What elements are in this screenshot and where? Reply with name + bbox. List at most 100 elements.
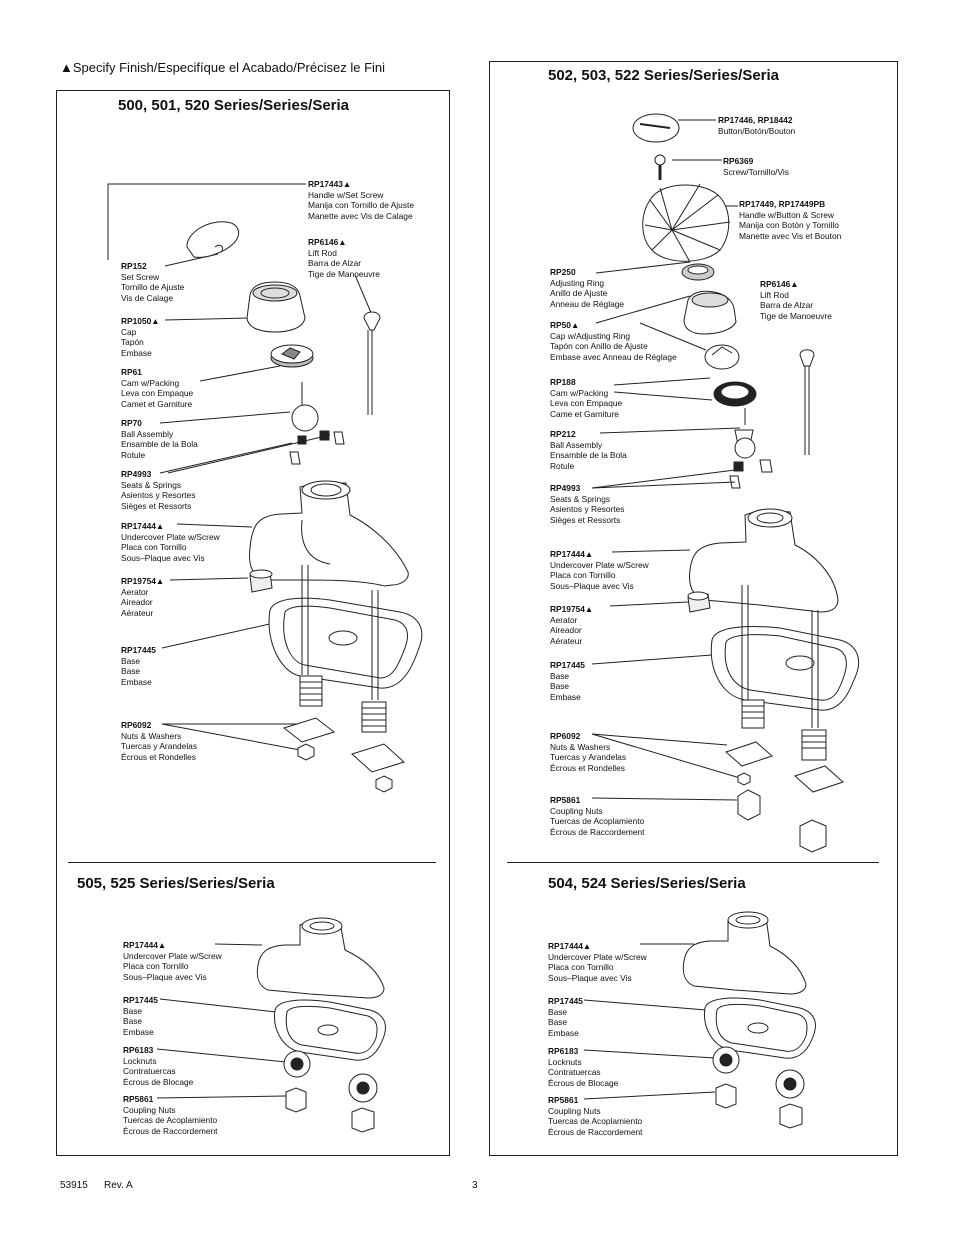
right-panel xyxy=(489,61,898,1156)
part-number: RP6183 xyxy=(548,1046,579,1056)
part-description: Lift Rod xyxy=(308,247,337,258)
part-number: RP17444▲ xyxy=(550,549,594,559)
part-description: Contratuercas xyxy=(123,1066,176,1077)
part-description: Aérateur xyxy=(550,635,583,646)
part-description: Tapón xyxy=(121,337,144,348)
part-number: RP6183 xyxy=(123,1045,154,1055)
part-number: RP19754▲ xyxy=(550,604,594,614)
part-description: Cap xyxy=(121,326,137,337)
part-description: Tuercas de Acoplamiento xyxy=(123,1115,218,1126)
part-description: Sous–Plaque avec Vis xyxy=(121,552,205,563)
part-number: RP4993 xyxy=(550,483,581,493)
section-title-502: 502, 503, 522 Series/Series/Seria xyxy=(548,67,780,84)
part-description: Embase xyxy=(121,676,152,687)
part-description: Undercover Plate w/Screw xyxy=(123,950,222,961)
part-description: Anillo de Ajuste xyxy=(550,288,608,299)
part-description: Leva con Empaque xyxy=(550,398,623,409)
part-description: Embase xyxy=(121,347,152,358)
part-number: RP17445 xyxy=(548,996,583,1006)
part-description: Écrous de Raccordement xyxy=(550,826,645,837)
finish-notice: ▲Specify Finish/Especifíque el Acabado/P… xyxy=(60,60,386,75)
part-description: Aireador xyxy=(550,625,582,636)
part-description: Base xyxy=(121,666,141,677)
section-504-drawing xyxy=(583,911,816,1129)
part-description: Manette avec Vis et Bouton xyxy=(739,230,842,241)
part-description: Coupling Nuts xyxy=(550,805,603,816)
part-description: Base xyxy=(550,670,570,681)
part-number: RP17444▲ xyxy=(121,521,165,531)
part-description: Embase xyxy=(548,1027,579,1038)
part-description: Ball Assembly xyxy=(121,428,174,439)
part-description: Embase xyxy=(550,691,581,702)
part-description: Placa con Tornillo xyxy=(550,570,616,581)
section-502-drawing xyxy=(591,113,860,853)
section-title-505: 505, 525 Series/Series/Seria xyxy=(77,875,275,892)
part-number: RP17445 xyxy=(121,645,156,655)
part-description: Sièges et Ressorts xyxy=(121,500,192,511)
part-description: Placa con Tornillo xyxy=(121,542,187,553)
part-description: Manette avec Vis de Calage xyxy=(308,210,413,221)
part-description: Undercover Plate w/Screw xyxy=(550,559,649,570)
part-description: Aerator xyxy=(121,586,149,597)
part-description: Cap w/Adjusting Ring xyxy=(550,330,631,341)
part-number: RP17446, RP18442 xyxy=(718,115,793,125)
part-description: Handle w/Button & Screw xyxy=(739,209,834,220)
part-number: RP61 xyxy=(121,367,142,377)
part-description: Base xyxy=(121,655,141,666)
part-description: Nuts & Washers xyxy=(121,730,182,741)
section-title-500: 500, 501, 520 Series/Series/Seria xyxy=(118,97,350,114)
part-number: RP5861 xyxy=(548,1095,579,1105)
part-description: Came et Garniture xyxy=(550,408,619,419)
part-description: Leva con Empaque xyxy=(121,388,194,399)
part-description: Ensamble de la Bola xyxy=(550,450,627,461)
part-number: RP5861 xyxy=(123,1094,154,1104)
part-description: Sous–Plaque avec Vis xyxy=(550,580,634,591)
part-description: Barra de Alzar xyxy=(760,300,814,311)
part-number: RP250 xyxy=(550,267,576,277)
part-description: Ensamble de la Bola xyxy=(121,439,198,450)
part-description: Écrous de Raccordement xyxy=(548,1126,643,1137)
part-description: Contratuercas xyxy=(548,1067,601,1078)
part-number: RP6369 xyxy=(723,156,754,166)
part-description: Nuts & Washers xyxy=(550,741,611,752)
part-number: RP1050▲ xyxy=(121,316,160,326)
part-description: Tuercas de Acoplamiento xyxy=(548,1116,643,1127)
part-description: Aerator xyxy=(550,614,578,625)
part-description: Embase avec Anneau de Réglage xyxy=(550,351,677,362)
part-description: Aérateur xyxy=(121,607,154,618)
part-description: Manija con Tornillo de Ajuste xyxy=(308,200,414,211)
part-description: Rotule xyxy=(550,460,575,471)
part-description: Aireador xyxy=(121,597,153,608)
part-description: Tuercas de Acoplamiento xyxy=(550,816,645,827)
part-number: RP17449, RP17449PB xyxy=(739,199,826,209)
part-number: RP17444▲ xyxy=(548,941,592,951)
part-description: Tuercas y Arandelas xyxy=(121,741,198,752)
part-description: Button/Botón/Bouton xyxy=(718,125,796,136)
part-description: Tige de Manoeuvre xyxy=(308,268,380,279)
part-description: Locknuts xyxy=(548,1056,582,1067)
part-description: Set Screw xyxy=(121,271,160,282)
part-description: Vis de Calage xyxy=(121,292,173,303)
page-number: 3 xyxy=(472,1180,478,1191)
part-description: Écrous de Raccordement xyxy=(123,1125,218,1136)
part-number: RP4993 xyxy=(121,469,152,479)
part-description: Base xyxy=(123,1005,143,1016)
part-number: RP5861 xyxy=(550,795,581,805)
